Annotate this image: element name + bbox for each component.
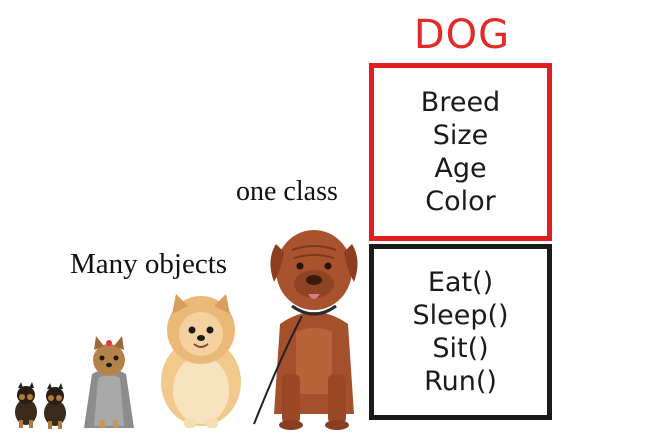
attribute-age: Age — [434, 153, 487, 184]
attribute-color: Color — [425, 186, 496, 217]
puppies-illustration — [15, 382, 66, 429]
attribute-breed: Breed — [420, 87, 501, 118]
attributes-box: Breed Size Age Color — [369, 63, 552, 241]
class-title: DOG — [413, 12, 511, 58]
one-class-label: one class — [236, 176, 338, 207]
pomeranian-illustration — [161, 294, 241, 428]
yorkshire-terrier-illustration — [84, 336, 134, 428]
methods-box: Eat() Sleep() Sit() Run() — [369, 244, 552, 420]
many-objects-label: Many objects — [70, 248, 228, 280]
method-sleep: Sleep() — [412, 300, 509, 331]
attribute-size: Size — [432, 120, 489, 151]
method-sit: Sit() — [432, 333, 489, 364]
dogue-de-bordeaux-illustration — [253, 230, 358, 430]
method-eat: Eat() — [427, 267, 494, 298]
method-run: Run() — [424, 366, 497, 397]
